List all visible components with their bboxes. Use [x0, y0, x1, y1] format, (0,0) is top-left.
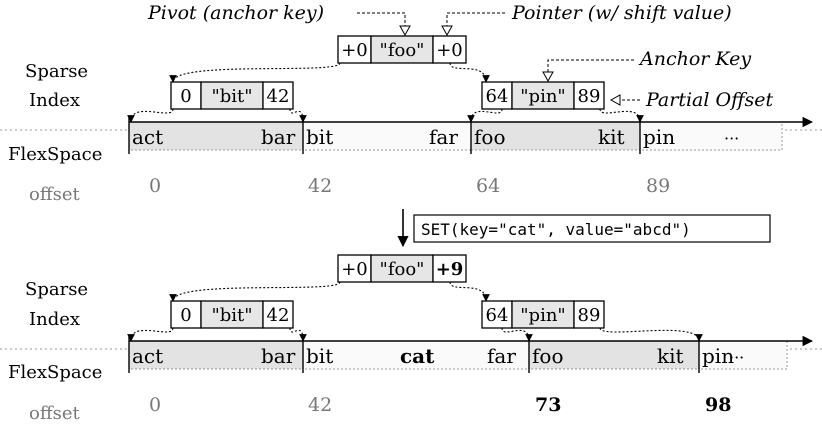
- root-right-pointer: [449, 62, 490, 83]
- root-node-left-cell: [337, 254, 372, 283]
- segment-item: act: [132, 344, 163, 368]
- leaf-pointer-foo: [501, 327, 533, 342]
- root-node-key-text: "foo": [380, 259, 425, 280]
- segment-item: kit: [657, 344, 684, 368]
- leaf-node-right-key-text: "pin": [520, 305, 565, 326]
- segment-item: far: [487, 344, 516, 368]
- offset-value: 0: [149, 175, 161, 197]
- anchor-key-annotation: Anchor Key: [638, 48, 751, 70]
- index-label-top: Index: [29, 90, 80, 111]
- leaf-node-left-key-text: "bit": [211, 86, 252, 107]
- leaf-node-left-left-text: 0: [180, 86, 191, 107]
- flexspace-segment: [128, 121, 304, 151]
- segment-item: pin: [643, 125, 675, 149]
- pointer-triangle-icon: [441, 25, 453, 37]
- root-node-right-text: +0: [436, 40, 463, 61]
- root-node-left-cell: [337, 35, 372, 64]
- anchor-triangle-icon: [542, 71, 554, 83]
- flexspace-segment: [698, 340, 788, 370]
- leaf-node-left-key-cell: [200, 81, 264, 110]
- offset-value: 0: [149, 394, 161, 416]
- leaf-pointer-pin: [599, 108, 644, 123]
- pointer-annotation: Pointer (w/ shift value): [511, 2, 732, 24]
- leaf-pointer-bit: [289, 108, 307, 123]
- root-node-right-text: +9: [436, 259, 464, 280]
- offset-label-top: offset: [29, 184, 81, 205]
- flexspace-segment: [302, 121, 472, 151]
- segment-item: bar: [261, 125, 296, 149]
- flexspace-label-bottom: FlexSpace: [8, 362, 102, 383]
- leaf-node-left-right-cell: [262, 300, 294, 329]
- pivot-annotation: Pivot (anchor key): [147, 2, 324, 24]
- root-node-key-cell: [370, 254, 434, 283]
- root-node-left-text: +0: [341, 40, 368, 61]
- leaf-pointer-foo: [467, 108, 503, 123]
- leaf-node-left-left-cell: [170, 81, 202, 110]
- offset-value: 42: [308, 175, 332, 197]
- flexspace-segment: [639, 121, 783, 151]
- leaf-node-right-left-cell: [481, 81, 513, 110]
- leaf-node-right-left-text: 64: [486, 305, 509, 326]
- root-left-pointer: [169, 62, 341, 83]
- segment-item: ···: [729, 348, 744, 367]
- segment-item: foo: [532, 344, 563, 368]
- leaf-pointer-bit: [289, 327, 307, 342]
- segment-item: ···: [724, 129, 739, 148]
- segment-item: cat: [400, 344, 435, 368]
- segment-item: bar: [261, 344, 296, 368]
- root-node-key-text: "foo": [380, 40, 425, 61]
- set-operation-box: [413, 214, 771, 243]
- root-node-right-cell: [432, 254, 467, 283]
- leaf-node-left-left-text: 0: [180, 305, 191, 326]
- segment-item: pin: [702, 344, 734, 368]
- leaf-node-left-right-cell: [262, 81, 294, 110]
- root-right-pointer: [449, 281, 490, 302]
- offset-label-bottom: offset: [29, 403, 81, 424]
- leaf-node-left-right-text: 42: [267, 305, 290, 326]
- leaf-node-right-right-text: 89: [578, 86, 601, 107]
- offset-value: 64: [476, 175, 500, 197]
- leaf-node-left-key-text: "bit": [211, 305, 252, 326]
- anchor-key-line: [547, 59, 634, 78]
- segment-item: far: [429, 125, 458, 149]
- root-left-pointer: [169, 281, 341, 302]
- leaf-pointer-act: [127, 108, 174, 123]
- flexspace-segment: [470, 121, 641, 151]
- pivot-pointer-line: [357, 12, 406, 33]
- offset-value: 98: [705, 394, 731, 416]
- partial-offset-triangle-icon: [609, 94, 621, 106]
- segment-item: bit: [306, 125, 333, 149]
- segment-item: act: [132, 125, 163, 149]
- leaf-pointer-pin: [599, 327, 703, 342]
- root-node-left-text: +0: [341, 259, 368, 280]
- segment-item: bit: [306, 344, 333, 368]
- leaf-node-right-key-text: "pin": [520, 86, 565, 107]
- leaf-node-right-right-cell: [573, 300, 605, 329]
- offset-value: 42: [308, 394, 332, 416]
- pivot-triangle-icon: [399, 25, 411, 37]
- partial-offset-annotation: Partial Offset: [645, 89, 774, 111]
- leaf-node-right-right-cell: [573, 81, 605, 110]
- offset-value: 89: [646, 175, 670, 197]
- leaf-pointer-act: [127, 327, 174, 342]
- leaf-node-left-key-cell: [200, 300, 264, 329]
- sparse-label-bottom: Sparse: [25, 279, 88, 300]
- segment-item: foo: [474, 125, 505, 149]
- leaf-node-left-left-cell: [170, 300, 202, 329]
- offset-value: 73: [535, 394, 561, 416]
- pointer-annotation-line: [446, 12, 505, 33]
- leaf-node-right-left-text: 64: [486, 86, 509, 107]
- leaf-node-right-right-text: 89: [578, 305, 601, 326]
- leaf-node-left-right-text: 42: [267, 86, 290, 107]
- sparse-label-top: Sparse: [25, 61, 88, 82]
- set-operation-text: SET(key="cat", value="abcd"): [421, 220, 691, 239]
- index-label-bottom: Index: [29, 309, 80, 330]
- leaf-node-right-key-cell: [511, 300, 575, 329]
- flexspace-label-top: FlexSpace: [8, 144, 102, 165]
- segment-item: kit: [598, 125, 625, 149]
